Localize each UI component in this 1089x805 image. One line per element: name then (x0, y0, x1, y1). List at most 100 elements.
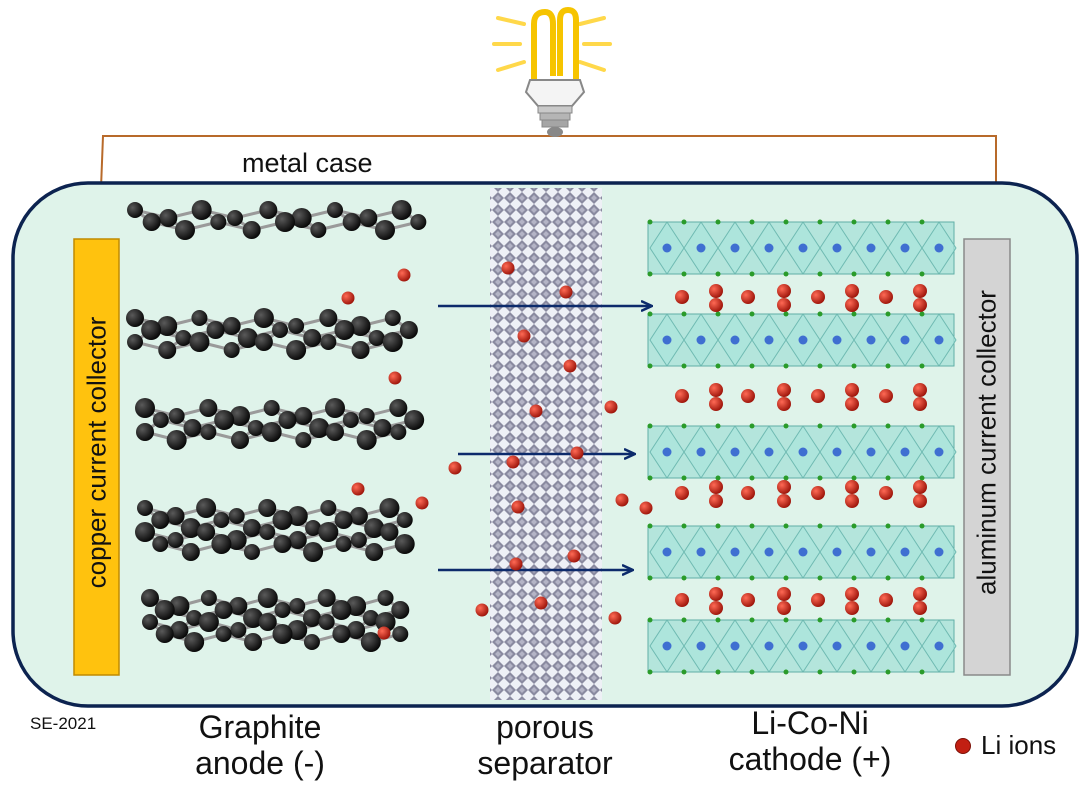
oxygen-atom (783, 363, 789, 369)
li-ion (608, 611, 622, 625)
oxygen-atom (919, 423, 925, 429)
carbon-atom (377, 590, 394, 606)
metal-oxide-slab (647, 523, 957, 581)
li-ion (879, 593, 893, 607)
carbon-atom (158, 341, 177, 359)
carbon-atom (127, 334, 143, 350)
metal-oxide-slab (647, 219, 957, 277)
cobalt-atom (730, 243, 740, 253)
oxygen-atom (885, 271, 891, 277)
li-ion (559, 285, 573, 299)
oxygen-atom (715, 423, 721, 429)
li-ion (741, 593, 755, 607)
cobalt-atom (934, 335, 944, 345)
carbon-atom (351, 341, 370, 359)
carbon-atom (152, 412, 169, 428)
cobalt-atom (934, 243, 944, 253)
graphene-layer (127, 200, 427, 240)
cobalt-atom (730, 641, 740, 651)
carbon-atom (247, 420, 264, 436)
carbon-atom (364, 518, 385, 538)
carbon-atom (309, 418, 330, 438)
li-ion (639, 501, 653, 515)
oxygen-atom (749, 363, 755, 369)
carbon-atom (272, 510, 293, 530)
li-ion (377, 626, 391, 640)
carbon-atom (181, 543, 200, 561)
oxygen-atom (715, 311, 721, 317)
credit-label: SE-2021 (30, 714, 97, 733)
li-ion (388, 371, 402, 385)
graphene-layer (135, 398, 425, 450)
carbon-atom (210, 214, 227, 230)
carbon-atom (326, 423, 344, 441)
cobalt-atom (696, 641, 706, 651)
cobalt-atom (866, 547, 876, 557)
carbon-atom (320, 500, 337, 516)
li-ion (811, 389, 825, 403)
li-ion (709, 587, 723, 601)
carbon-atom (200, 424, 217, 440)
carbon-atom (206, 321, 225, 339)
carbon-atom (349, 507, 368, 525)
oxygen-atom (885, 669, 891, 675)
oxygen-atom (817, 617, 823, 623)
metal-oxide-slab (647, 617, 957, 675)
li-ion (913, 284, 927, 298)
li-ion (397, 268, 411, 282)
carbon-atom (127, 202, 143, 218)
carbon-atom (396, 512, 413, 528)
oxygen-atom (919, 617, 925, 623)
carbon-atom (167, 532, 184, 548)
li-ion (709, 383, 723, 397)
oxygen-atom (749, 475, 755, 481)
li-ion (709, 397, 723, 411)
carbon-atom (392, 626, 409, 642)
carbon-atom (175, 330, 192, 346)
carbon-atom (273, 535, 292, 553)
oxygen-atom (647, 363, 653, 369)
oxygen-atom (681, 617, 687, 623)
oxygen-atom (749, 523, 755, 529)
oxygen-atom (919, 363, 925, 369)
carbon-atom (310, 222, 327, 238)
li-ion (741, 389, 755, 403)
li-ion (845, 284, 859, 298)
carbon-atom (289, 598, 306, 614)
oxygen-atom (783, 311, 789, 317)
cobalt-atom (764, 447, 774, 457)
carbon-atom (331, 600, 352, 620)
li-ion (675, 593, 689, 607)
oxygen-atom (783, 423, 789, 429)
carbon-atom (294, 407, 313, 425)
carbon-atom (261, 422, 282, 442)
oxygen-atom (749, 219, 755, 225)
li-ion (845, 587, 859, 601)
li-ion-legend-label: Li ions (981, 730, 1057, 760)
oxygen-atom (647, 575, 653, 581)
carbon-atom (157, 316, 178, 336)
oxygen-atom (647, 423, 653, 429)
cobalt-atom (866, 335, 876, 345)
li-ion (675, 389, 689, 403)
separator-label: porous separator (477, 709, 613, 781)
carbon-atom (196, 498, 217, 518)
carbon-atom (382, 332, 403, 352)
carbon-atom (380, 523, 399, 541)
li-co-ni-cathode (647, 219, 957, 675)
carbon-atom (230, 622, 247, 638)
oxygen-atom (715, 669, 721, 675)
carbon-atom (259, 524, 276, 540)
li-ion (709, 298, 723, 312)
carbon-atom (347, 621, 366, 639)
oxygen-atom (681, 311, 687, 317)
oxygen-atom (919, 575, 925, 581)
li-ion (517, 329, 531, 343)
carbon-atom (373, 419, 392, 437)
light-bulb-icon (492, 6, 612, 137)
carbon-atom (175, 220, 195, 240)
aluminum-current-collector (963, 238, 1011, 676)
carbon-atom (141, 589, 159, 607)
carbon-atom (227, 210, 243, 226)
oxygen-atom (783, 523, 789, 529)
